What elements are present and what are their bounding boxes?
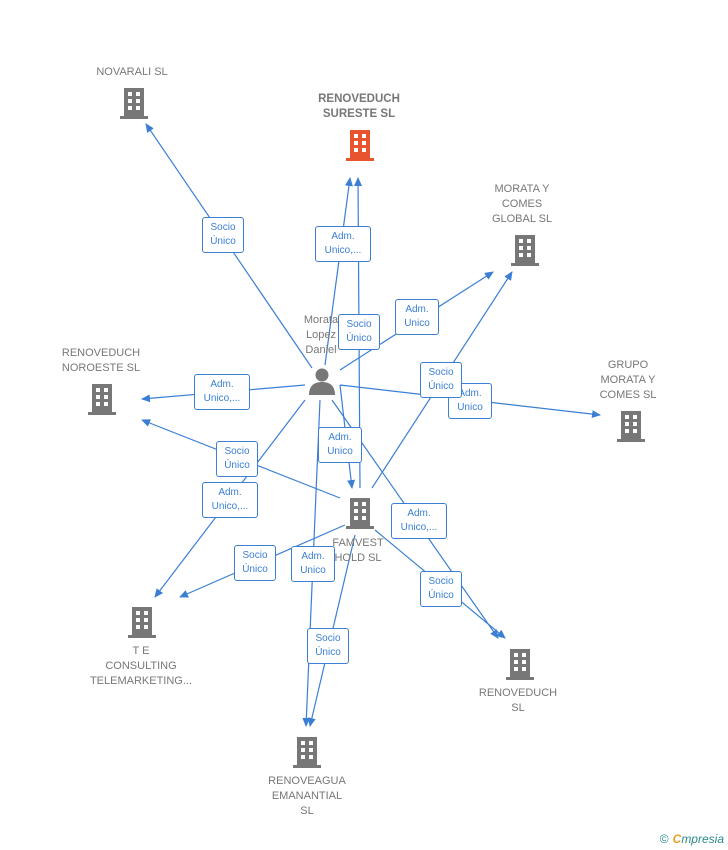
label-line: SL — [300, 805, 314, 817]
edge-label-line: Socio — [428, 576, 454, 587]
company-label-sureste[interactable]: RENOVEDUCH SURESTE SL — [300, 92, 418, 122]
edge-label-e4[interactable]: Adm. Unico — [395, 299, 439, 335]
brand-initial: C — [672, 832, 682, 846]
edge-label-line: Socio — [346, 319, 372, 330]
edge-label-line: Único — [428, 381, 454, 392]
label-line: EMANANTIAL — [271, 790, 343, 802]
company-label-renoveduch[interactable]: RENOVEDUCH SL — [468, 686, 568, 716]
company-label-novarali[interactable]: NOVARALI SL — [82, 65, 182, 80]
edge-label-e14[interactable]: Socio Único — [420, 571, 462, 607]
copyright-icon: © — [659, 832, 669, 846]
edge-label-line: Socio — [242, 550, 268, 561]
edge-label-e15[interactable]: Socio Único — [307, 628, 349, 664]
brand-name: mpresia — [681, 832, 724, 846]
label-line: SL — [511, 702, 525, 714]
label-line: GLOBAL SL — [491, 213, 553, 225]
label-line: COMES — [501, 198, 543, 210]
label-line: RENOVEDUCH — [318, 93, 400, 105]
building-icon-global[interactable] — [509, 233, 541, 267]
edge-label-e13[interactable]: Adm. Unico — [291, 546, 335, 582]
edge-person-sureste-a — [324, 177, 353, 366]
building-icon-famvest[interactable] — [344, 496, 376, 530]
person-icon[interactable] — [307, 366, 337, 396]
label-line: RENOVEDUCH — [61, 347, 141, 359]
company-label-renoveagua[interactable]: RENOVEAGUA EMANANTIAL SL — [252, 774, 362, 819]
edge-label-line: Adm. — [407, 508, 431, 519]
company-label-noroeste[interactable]: RENOVEDUCH NOROESTE SL — [46, 346, 156, 376]
edge-label-line: Único — [210, 236, 236, 247]
edge-label-line: Único — [315, 647, 341, 658]
label-line: NOVARALI SL — [96, 66, 168, 78]
edge-label-line: Adm. — [218, 487, 242, 498]
company-label-te-consulting[interactable]: T E CONSULTING TELEMARKETING... — [76, 644, 206, 689]
edge-label-e1[interactable]: Socio Único — [202, 217, 244, 253]
label-line: MORATA Y — [494, 183, 550, 195]
edge-label-line: Único — [242, 564, 268, 575]
building-icon-grupo[interactable] — [615, 409, 647, 443]
company-label-global[interactable]: MORATA Y COMES GLOBAL SL — [472, 182, 572, 227]
edge-label-line: Único — [224, 460, 250, 471]
edge-label-line: Unico — [300, 565, 326, 576]
label-line: NOROESTE SL — [61, 362, 141, 374]
edge-label-line: Único — [346, 333, 372, 344]
label-line: MORATA Y — [600, 374, 656, 386]
edge-label-line: Adm. — [405, 304, 429, 315]
edge-label-e10[interactable]: Adm. Unico,... — [202, 482, 258, 518]
person-name-line: Morata — [303, 314, 339, 326]
edge-label-line: Socio — [315, 633, 341, 644]
edge-label-line: Unico — [327, 446, 353, 457]
edge-label-line: Socio — [224, 446, 250, 457]
edge-label-line: Adm. — [301, 551, 325, 562]
edge-label-e6[interactable]: Socio Único — [420, 362, 462, 398]
label-line: RENOVEDUCH — [478, 687, 558, 699]
label-line: COMES SL — [599, 389, 657, 401]
building-icon-novarali[interactable] — [118, 86, 150, 120]
edge-label-line: Adm. — [210, 379, 234, 390]
edge-label-line: Unico — [404, 318, 430, 329]
edge-label-e12[interactable]: Socio Único — [234, 545, 276, 581]
building-icon-te-consulting[interactable] — [126, 605, 158, 639]
brand-footer[interactable]: ©Cmpresia — [660, 832, 724, 846]
label-line: TELEMARKETING... — [89, 675, 193, 687]
edge-label-line: Adm. — [328, 432, 352, 443]
edge-label-e2[interactable]: Adm. Unico,... — [315, 226, 371, 262]
edge-label-line: Unico,... — [203, 393, 241, 404]
edge-label-line: Único — [428, 590, 454, 601]
company-label-grupo[interactable]: GRUPO MORATA Y COMES SL — [578, 358, 678, 403]
building-icon-renoveduch[interactable] — [504, 647, 536, 681]
label-line: FAMVEST — [332, 537, 384, 549]
label-line: SURESTE SL — [322, 108, 396, 120]
edge-label-line: Socio — [428, 367, 454, 378]
edge-label-e5[interactable]: Adm. Unico,... — [194, 374, 250, 410]
edge-label-line: Unico,... — [324, 245, 362, 256]
building-icon-sureste[interactable] — [344, 128, 376, 162]
edge-label-e9[interactable]: Socio Único — [216, 441, 258, 477]
edge-label-e11[interactable]: Adm. Unico,... — [391, 503, 447, 539]
edge-label-line: Adm. — [458, 388, 482, 399]
edge-label-line: Unico,... — [211, 501, 249, 512]
building-icon-renoveagua[interactable] — [291, 735, 323, 769]
edge-label-e8[interactable]: Adm. Unico — [318, 427, 362, 463]
label-line: T E — [132, 645, 150, 657]
person-name-line: Daniel — [305, 344, 337, 356]
edge-label-e3[interactable]: Socio Único — [338, 314, 380, 350]
edge-label-line: Adm. — [331, 231, 355, 242]
person-name[interactable]: Morata Lopez Daniel — [296, 313, 346, 358]
edge-label-line: Socio — [210, 222, 236, 233]
edge-label-line: Unico — [457, 402, 483, 413]
edge-label-line: Unico,... — [400, 522, 438, 533]
company-label-famvest[interactable]: FAMVEST HOLD SL — [318, 536, 398, 566]
building-icon-noroeste[interactable] — [86, 382, 118, 416]
label-line: CONSULTING — [105, 660, 177, 672]
label-line: GRUPO — [607, 359, 649, 371]
person-name-line: Lopez — [306, 329, 336, 341]
label-line: HOLD SL — [334, 552, 382, 564]
label-line: RENOVEAGUA — [268, 775, 346, 787]
